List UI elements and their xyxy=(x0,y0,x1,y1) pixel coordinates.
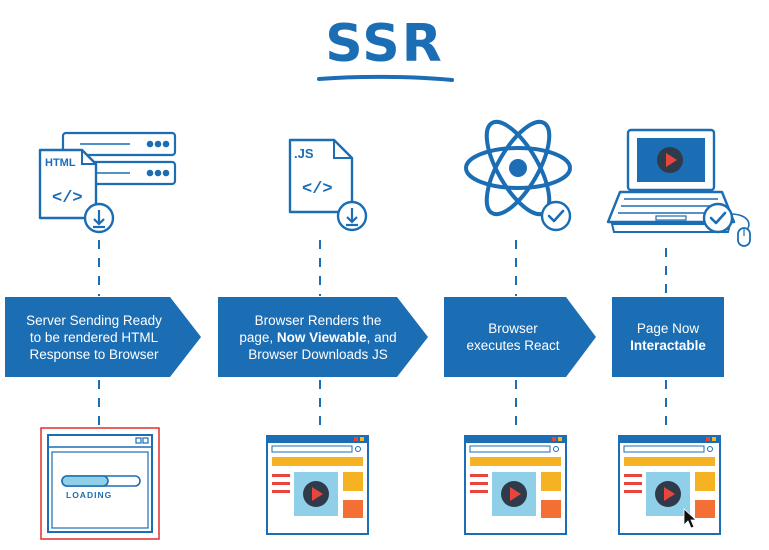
check-icon xyxy=(702,202,734,234)
step-2-label: Browser Renders the page, Now Viewable, … xyxy=(239,312,397,362)
cursor-icon xyxy=(683,508,698,529)
step-banners xyxy=(5,297,724,377)
js-file-icon: .JS </> xyxy=(288,138,354,214)
interactive-page-window xyxy=(618,435,721,535)
loading-label: LOADING xyxy=(66,490,112,500)
js-file-label: .JS xyxy=(294,146,314,161)
title-underline xyxy=(317,74,454,82)
laptop-icon xyxy=(606,128,751,247)
download-icon xyxy=(336,200,368,232)
loading-browser-window: LOADING xyxy=(40,427,160,540)
page-title: SSR xyxy=(325,14,444,74)
step-4-label: Page Now Interactable xyxy=(630,321,706,353)
step-3-label: Browser executes React xyxy=(466,321,560,353)
html-file-label: HTML xyxy=(45,157,76,169)
react-page-window xyxy=(464,435,567,535)
code-glyph: </> xyxy=(52,189,83,208)
code-glyph: </> xyxy=(302,180,333,199)
step-1-label: Server Sending Ready to be rendered HTML… xyxy=(26,312,162,362)
dashed-connectors xyxy=(98,240,667,430)
html-file-icon: HTML </> xyxy=(38,148,98,220)
check-icon xyxy=(540,200,572,232)
rendered-page-window xyxy=(266,435,369,535)
react-atom-icon xyxy=(464,119,572,217)
download-icon xyxy=(83,202,115,234)
